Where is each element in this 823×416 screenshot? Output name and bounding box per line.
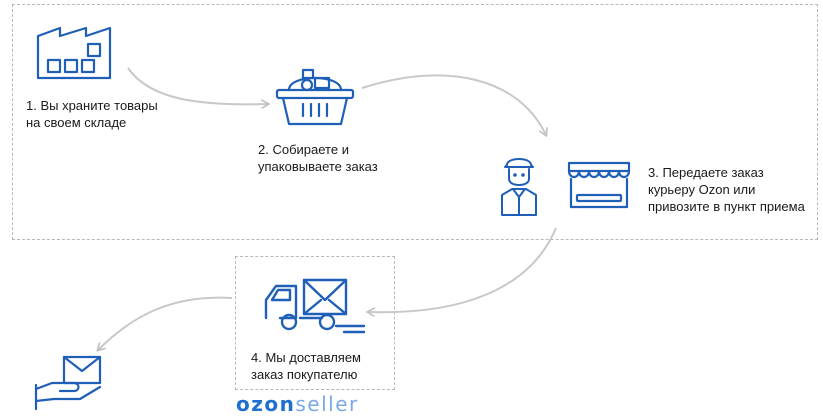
- seller-zone-frame: [12, 4, 818, 240]
- truck-icon: [264, 278, 368, 334]
- step-4-label: 4. Мы доставляем заказ покупателю: [251, 350, 361, 382]
- arrow-step3-to-step4: [368, 227, 557, 312]
- arrow-step1-to-step2: [127, 67, 268, 104]
- step-1-label: 1. Вы храните товары на своем складе: [26, 98, 158, 130]
- hand-envelope-icon: [34, 355, 106, 413]
- pickup-point-icon: [567, 161, 633, 211]
- warehouse-icon: [36, 26, 114, 80]
- logo-suffix: seller: [295, 392, 359, 416]
- courier-icon: [500, 157, 538, 217]
- logo-brand: ozon: [236, 392, 296, 416]
- step-3-label: 3. Передаете заказ курьеру Ozon или прив…: [648, 165, 805, 214]
- ozon-seller-logo: ozonseller: [236, 393, 359, 415]
- ozon-zone-frame: [235, 256, 395, 390]
- arrow-step4-to-customer: [98, 296, 233, 350]
- basket-icon: [275, 68, 355, 128]
- arrow-step2-to-step3: [361, 74, 546, 135]
- step-2-label: 2. Собираете и упаковываете заказ: [258, 142, 378, 174]
